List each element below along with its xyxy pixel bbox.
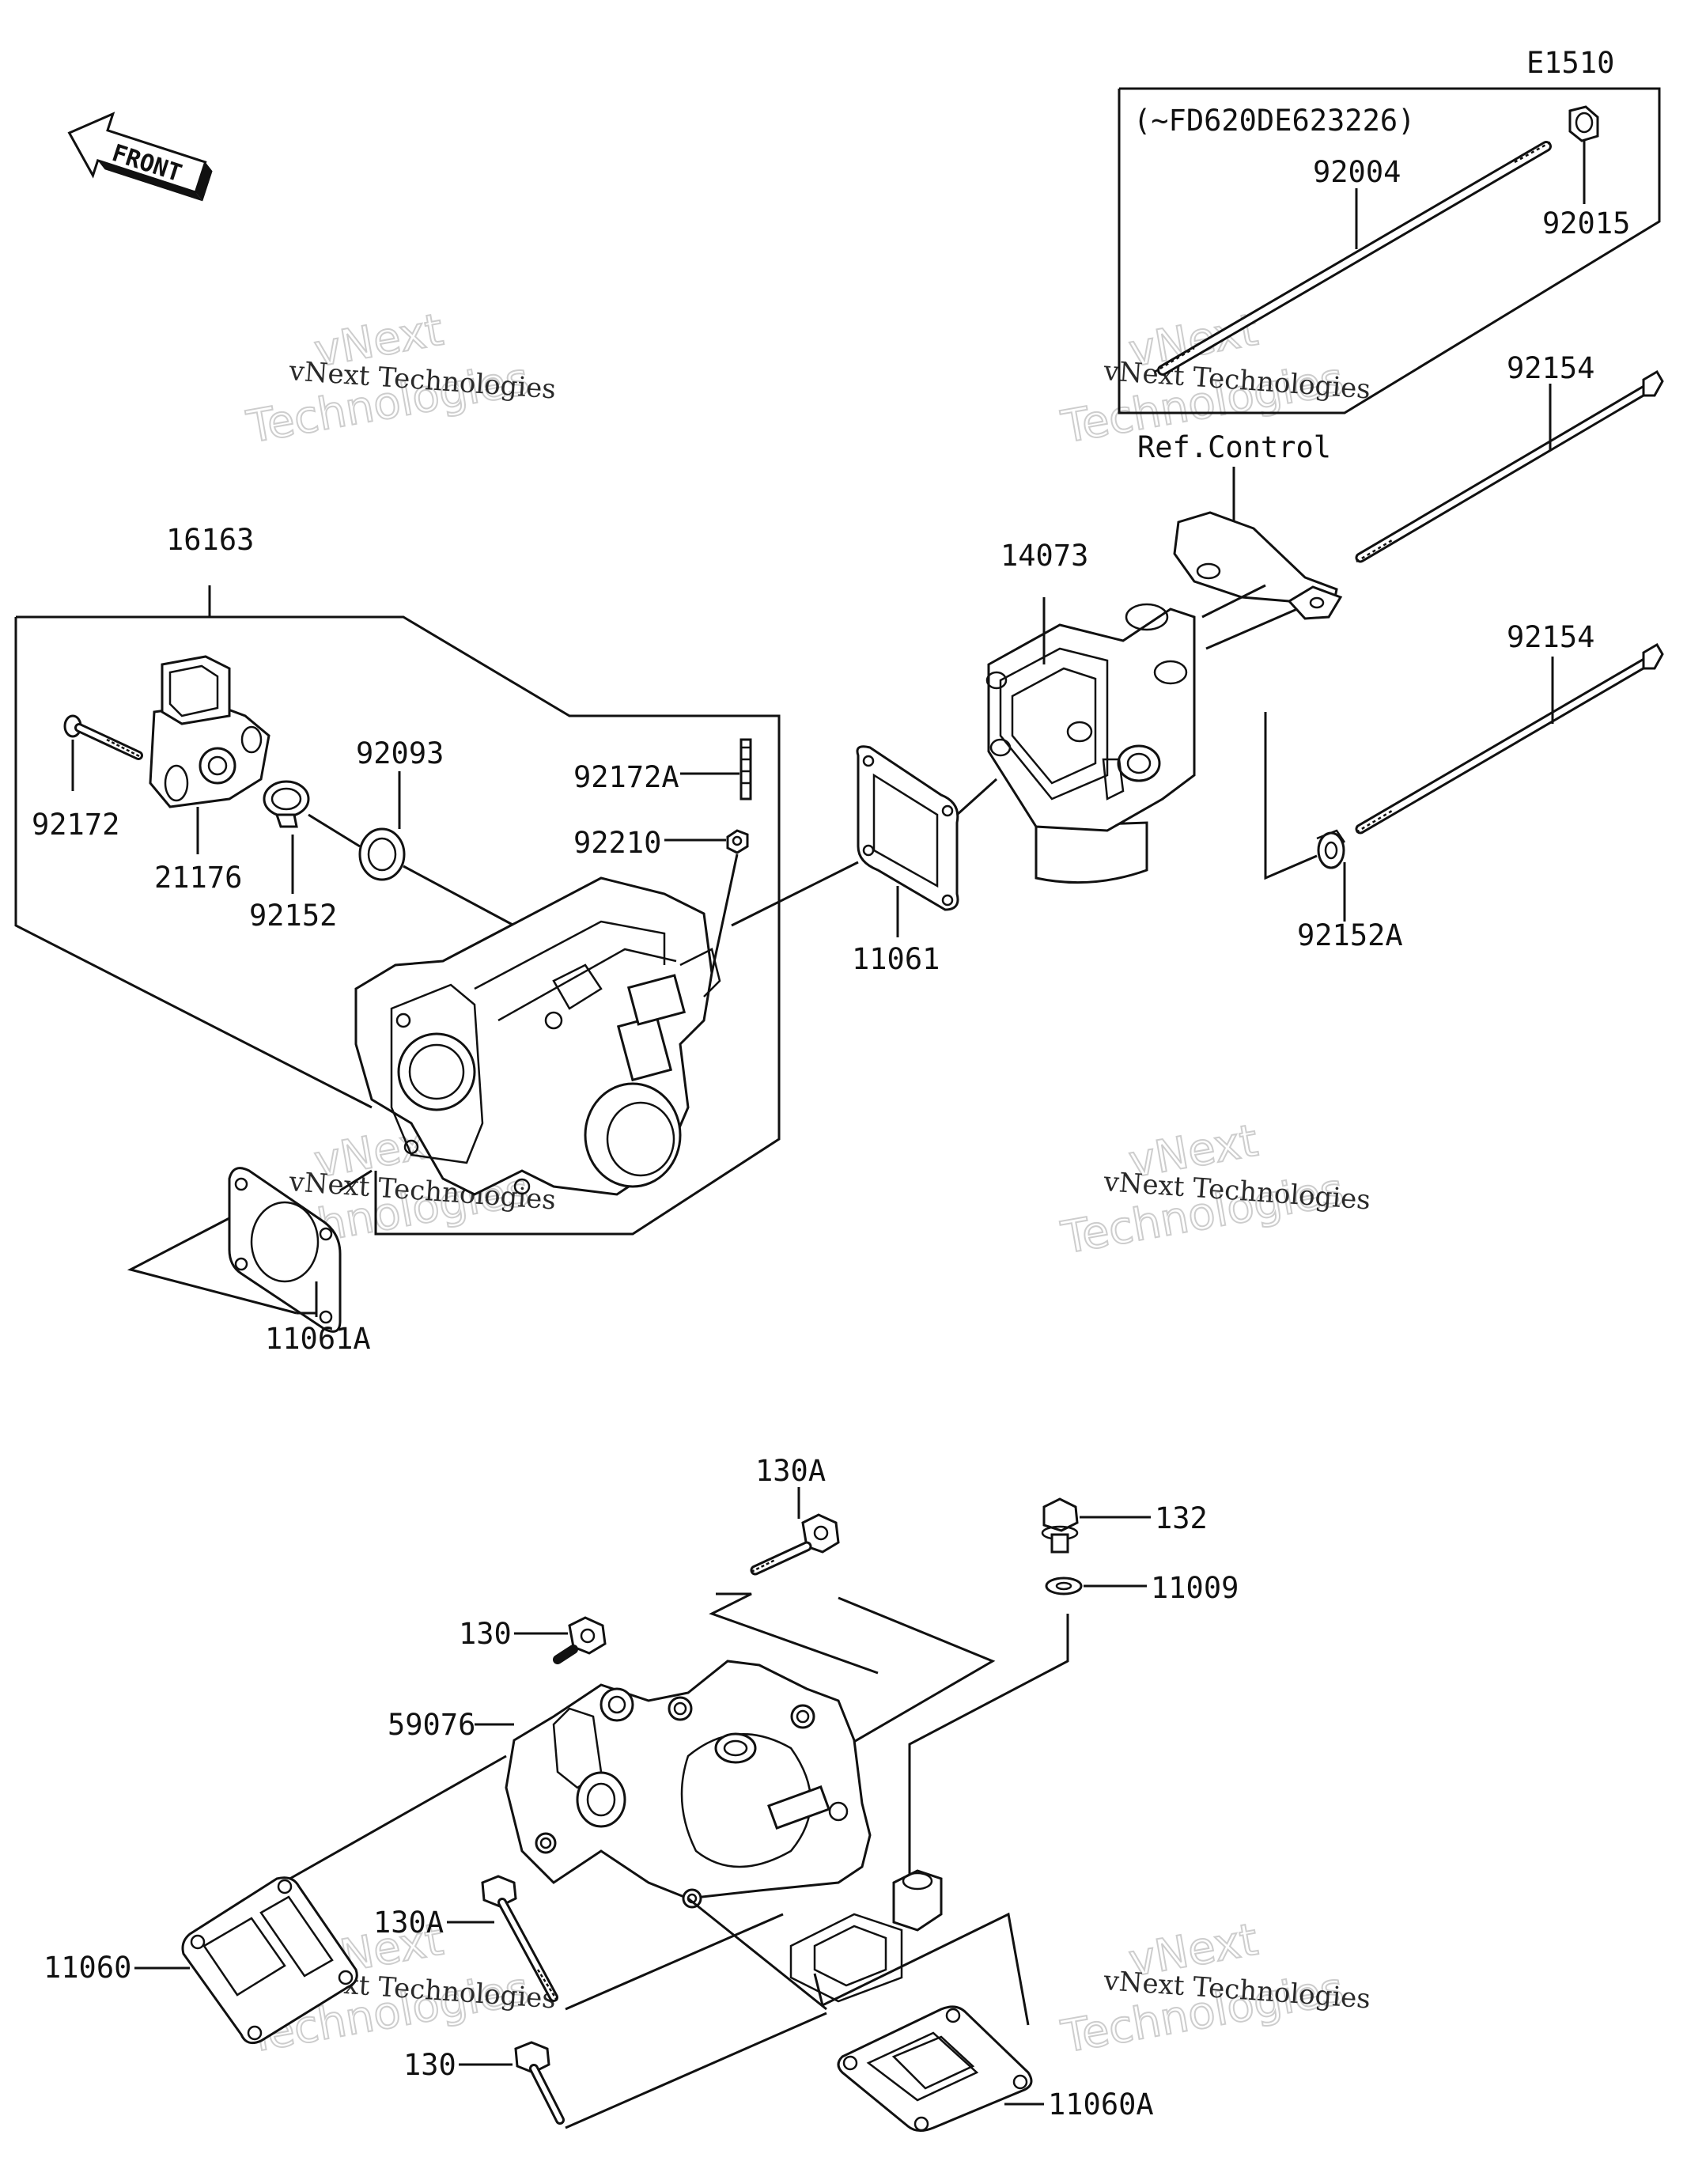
part-label-130-top: 130 <box>459 1617 512 1651</box>
leader-11061A-v <box>127 1217 297 1315</box>
centerline-2 <box>955 778 998 816</box>
bolt-132 <box>1041 1497 1079 1554</box>
collar-92152 <box>263 780 310 828</box>
part-label-92172: 92172 <box>32 808 119 842</box>
part-label-21176: 21176 <box>154 861 242 895</box>
part-label-92093: 92093 <box>356 736 444 770</box>
diagram-code: E1510 <box>1526 46 1614 80</box>
screw-92172 <box>63 714 143 760</box>
part-label-130A-top: 130A <box>755 1454 826 1488</box>
bolt-130A-top <box>750 1513 840 1576</box>
part-label-92004: 92004 <box>1313 155 1401 189</box>
centerline-lower-1 <box>268 1754 507 1892</box>
part-label-92152A: 92152A <box>1297 918 1403 952</box>
bolt-130A-bottom <box>481 1875 559 2002</box>
part-label-59076: 59076 <box>388 1708 475 1742</box>
part-label-130-bottom: 130 <box>403 2048 456 2082</box>
centerline-3 <box>1201 584 1266 619</box>
part-label-16163: 16163 <box>166 523 254 557</box>
leader-92152A <box>1264 712 1318 880</box>
centerline-130A-bottom <box>565 1913 784 2011</box>
part-label-92210: 92210 <box>573 826 661 860</box>
serial-note: (~FD620DE623226) <box>1133 104 1415 138</box>
assembly-box-16163-left <box>14 617 373 1109</box>
collar-92152A <box>1316 829 1346 869</box>
manifold-14073 <box>985 603 1196 884</box>
serial-range-box: (~FD620DE623226) <box>1118 87 1661 414</box>
leader-bracket-link <box>1205 608 1298 650</box>
sensor-21176 <box>149 655 270 808</box>
bolt-130-top <box>553 1616 607 1664</box>
nut-92210 <box>726 829 749 854</box>
part-label-11060A: 11060A <box>1048 2087 1154 2122</box>
leader-11009-b <box>908 1614 1069 1879</box>
stud-92154-mid <box>1355 642 1664 835</box>
reference-label: Ref.Control <box>1137 430 1331 464</box>
part-label-14073: 14073 <box>1000 539 1088 573</box>
centerline-gasket <box>339 1169 373 1192</box>
gasket-11060A <box>837 2005 1033 2132</box>
stud-92154-top <box>1355 369 1664 563</box>
gasket-11061 <box>856 745 959 911</box>
assembly-box-16163 <box>16 615 781 1236</box>
control-bracket <box>1173 511 1343 620</box>
centerline-oring <box>403 865 515 927</box>
part-label-130A-bottom: 130A <box>373 1906 444 1940</box>
part-label-92152: 92152 <box>249 899 337 933</box>
part-label-92154-mid: 92154 <box>1507 620 1594 654</box>
intake-casting-59076 <box>505 1660 943 2003</box>
throttle-body <box>354 876 721 1196</box>
part-label-92015: 92015 <box>1542 206 1630 240</box>
part-label-92172A: 92172A <box>573 760 679 794</box>
centerline-130-bottom <box>565 2012 827 2129</box>
oring-92093 <box>358 827 406 881</box>
stud-92172A <box>739 738 752 801</box>
bolt-130-bottom <box>514 2041 565 2125</box>
part-label-11060: 11060 <box>43 1951 131 1985</box>
gasket-11060 <box>181 1876 358 2045</box>
part-label-11061: 11061 <box>852 942 940 976</box>
gasket-11061A <box>228 1167 342 1333</box>
front-arrow-icon: FRONT <box>67 112 213 202</box>
centerline-lower-3 <box>687 1897 827 2011</box>
nut-92015 <box>1568 105 1599 142</box>
part-label-11061A: 11061A <box>265 1322 371 1356</box>
stud-92004 <box>1154 141 1552 376</box>
washer-11009 <box>1045 1576 1083 1595</box>
centerline-sensor <box>308 813 361 848</box>
part-label-92154-top: 92154 <box>1507 351 1594 385</box>
part-label-11009: 11009 <box>1151 1571 1239 1605</box>
centerline-1 <box>731 861 859 927</box>
part-label-132: 132 <box>1155 1501 1208 1535</box>
centerline-lower-2 <box>813 1912 1030 2026</box>
centerline-92210 <box>710 854 739 974</box>
leader-130A-line <box>709 1592 879 1675</box>
leader-130A-line-b <box>822 1596 996 1762</box>
